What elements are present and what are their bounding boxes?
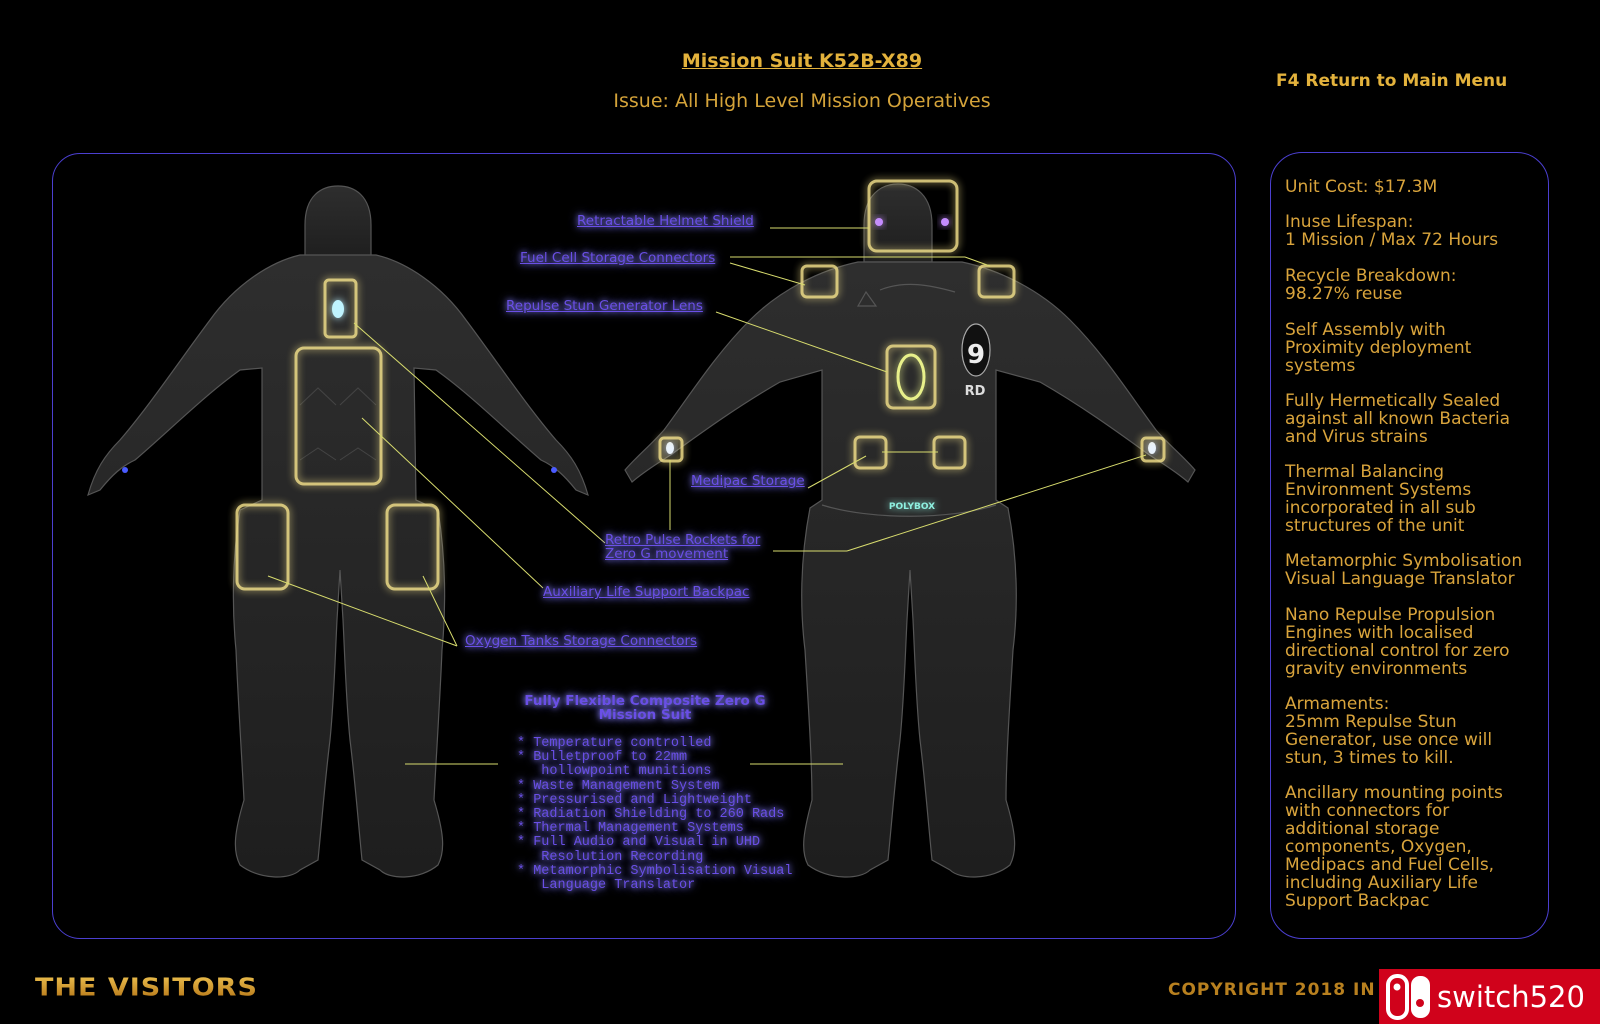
back-left-glove-light — [122, 467, 128, 473]
chest-number-badge — [961, 323, 991, 377]
feature-item: * Temperature controlled — [517, 736, 712, 751]
suit-feature-list: * Temperature controlled * Bulletproof t… — [517, 736, 793, 894]
suit-diagram-frame — [52, 153, 1236, 939]
callout-stun-generator-lens[interactable]: Repulse Stun Generator Lens — [506, 298, 703, 314]
chest-letters: RD — [965, 384, 986, 399]
feature-item: * Thermal Management Systems — [517, 821, 744, 837]
leader-lines — [267, 227, 1147, 765]
helmet-right-light — [941, 218, 949, 226]
page-title: Mission Suit K52B-X89 — [681, 50, 923, 72]
right-fuel-box — [977, 264, 1016, 299]
callout-auxiliary-backpac[interactable]: Auxiliary Life Support Backpac — [543, 584, 750, 600]
lens-box — [885, 344, 937, 410]
callout-fuel-cell-connectors[interactable]: Fuel Cell Storage Connectors — [520, 250, 716, 266]
switch-console-icon — [1386, 973, 1430, 1020]
feature-item: * Pressurised and Lightweight — [517, 792, 752, 808]
feature-item: Resolution Recording — [517, 849, 704, 865]
back-panel-details — [299, 387, 377, 461]
back-emitter-box — [323, 278, 358, 339]
spec-unit-cost: Unit Cost: $17.3M — [1285, 177, 1438, 197]
suit-front-view — [624, 183, 1196, 878]
backpac-box — [294, 346, 383, 486]
specs-panel-frame — [1270, 152, 1549, 939]
left-rocket-box — [658, 436, 684, 463]
callout-helmet-shield[interactable]: Retractable Helmet Shield — [577, 213, 754, 229]
spec-thermal: Thermal Balancing Environment Systems in… — [1285, 462, 1476, 536]
page-subtitle: Issue: All High Level Mission Operatives — [613, 90, 991, 112]
right-oxygen-box — [385, 503, 440, 591]
suit-back-view — [87, 185, 589, 878]
spec-mounting-points: Ancillary mounting points with connector… — [1285, 783, 1503, 911]
front-suit-details — [821, 283, 997, 517]
spec-armaments: Armaments: 25mm Repulse Stun Generator, … — [1285, 694, 1493, 768]
right-wrist-light — [1148, 442, 1156, 454]
feature-item: * Waste Management System — [517, 778, 720, 794]
feature-item: Language Translator — [517, 878, 696, 894]
feature-item: * Bulletproof to 22mm — [517, 750, 688, 766]
belt-logo: POLYBOX — [889, 502, 935, 512]
back-right-glove-light — [551, 467, 557, 473]
left-fuel-box — [800, 264, 839, 299]
suit-description-title: Fully Flexible Composite Zero G Mission … — [524, 693, 766, 723]
highlight-boxes — [235, 179, 1166, 591]
return-to-main-menu-link[interactable]: F4 Return to Main Menu — [1276, 71, 1508, 91]
watermark-text: switch520 — [1437, 979, 1585, 1014]
feature-item: hollowpoint munitions — [517, 764, 712, 780]
left-oxygen-box — [235, 503, 290, 591]
right-rocket-box — [1140, 436, 1166, 463]
spec-recycle: Recycle Breakdown: 98.27% reuse — [1285, 266, 1457, 304]
spec-translator: Metamorphic Symbolisation Visual Languag… — [1285, 551, 1523, 589]
helmet-left-light — [875, 218, 883, 226]
callout-medipac-storage[interactable]: Medipac Storage — [691, 473, 805, 489]
back-stun-emitter — [332, 300, 344, 318]
left-wrist-light — [666, 442, 674, 454]
spec-hermetic: Fully Hermetically Sealed against all kn… — [1285, 391, 1511, 447]
copyright-text: COPYRIGHT 2018 IN — [1168, 980, 1376, 1000]
callout-oxygen-connectors[interactable]: Oxygen Tanks Storage Connectors — [465, 633, 698, 649]
callout-retro-pulse-rockets[interactable]: Retro Pulse Rockets for Zero G movement — [605, 532, 761, 562]
game-logo: THE VISITORS — [35, 973, 258, 1002]
spec-propulsion: Nano Repulse Propulsion Engines with loc… — [1285, 605, 1510, 679]
spec-lifespan: Inuse Lifespan: 1 Mission / Max 72 Hours — [1285, 212, 1499, 250]
feature-item: * Radiation Shielding to 260 Rads — [517, 807, 785, 823]
feature-item: * Metamorphic Symbolisation Visual — [517, 863, 793, 879]
chest-number: 9 — [967, 340, 985, 370]
watermark-badge: switch520 — [1379, 969, 1600, 1024]
feature-item: * Full Audio and Visual in UHD — [517, 835, 761, 851]
spec-self-assembly: Self Assembly with Proximity deployment … — [1285, 320, 1472, 376]
helmet-box — [867, 179, 959, 253]
stun-lens-ring — [896, 353, 926, 401]
